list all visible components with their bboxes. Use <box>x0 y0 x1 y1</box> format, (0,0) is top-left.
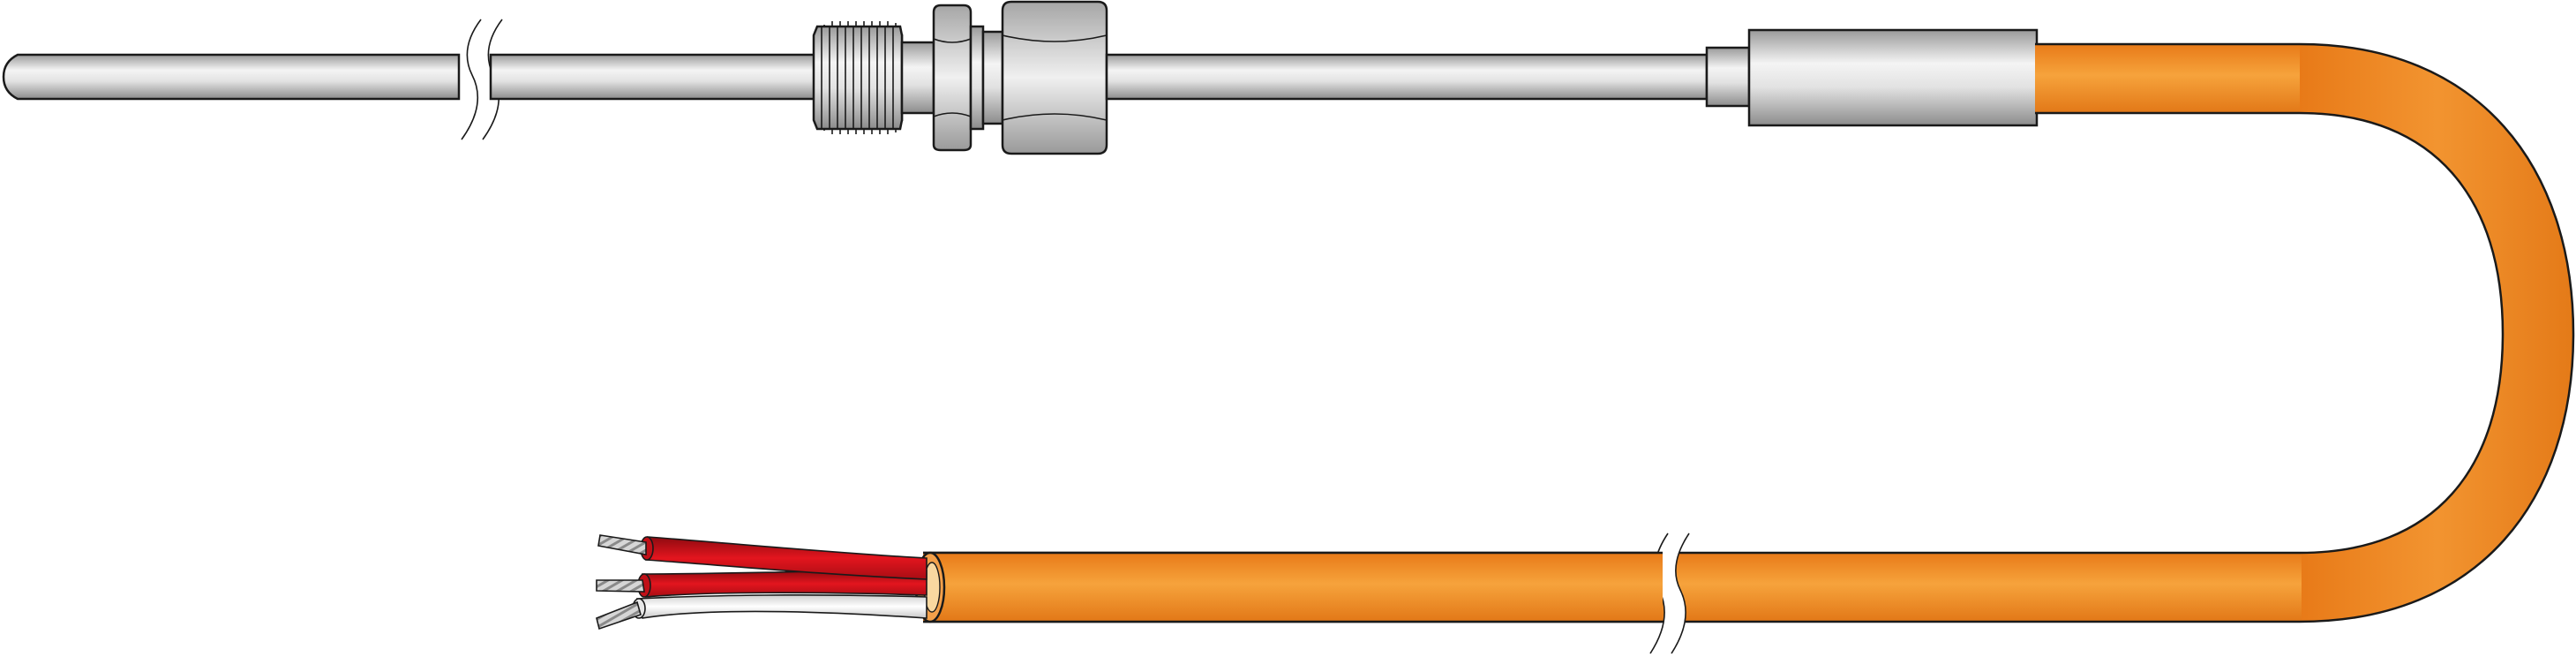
lead-wire-white <box>596 594 928 631</box>
threaded-fitting <box>812 21 935 134</box>
hex-nut-small <box>932 4 973 152</box>
extension-cable-end <box>914 551 1663 623</box>
probe-sheath-rear <box>1105 46 1751 108</box>
extension-cable <box>923 42 2575 623</box>
transition-sleeve <box>1747 28 2039 127</box>
probe-sheath <box>2 53 461 101</box>
ferrule-section <box>969 25 1004 131</box>
lead-wire-red-1 <box>597 534 928 580</box>
hex-nut-large <box>1001 0 1108 155</box>
probe-sheath-continued <box>489 53 819 101</box>
lead-wires <box>596 534 928 631</box>
